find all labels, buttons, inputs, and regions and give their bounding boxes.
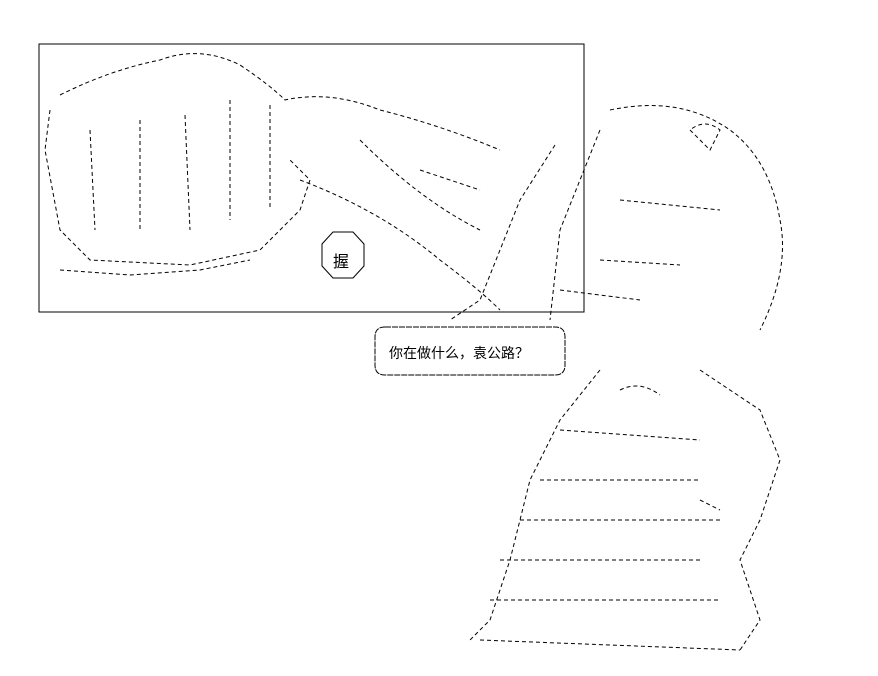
fist-art (44, 53, 501, 311)
grip-octagon (321, 231, 365, 279)
figure-art (449, 105, 783, 651)
speech-text: 你在做什么，袁公路？ (389, 346, 529, 362)
speech-bubble (374, 326, 566, 376)
panel-frame (38, 43, 585, 313)
grip-sound-effect: 握 (333, 252, 350, 271)
